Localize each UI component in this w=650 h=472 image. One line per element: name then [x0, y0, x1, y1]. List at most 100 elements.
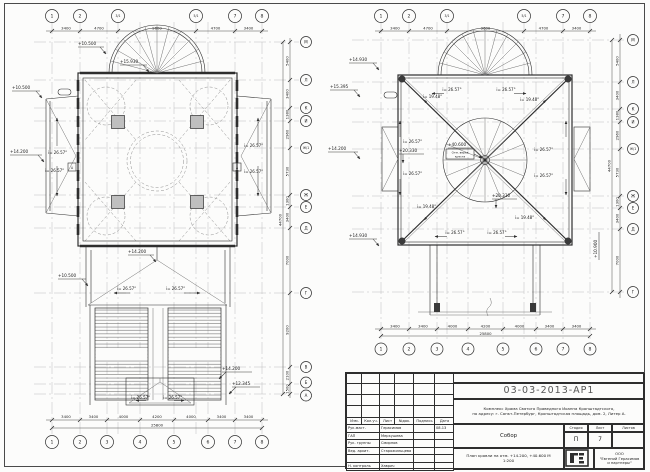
company-logo-cell — [564, 448, 594, 470]
dim-label: 4700 — [423, 25, 433, 30]
axis-label: 4 — [467, 347, 470, 353]
dim-label: 3400 — [572, 25, 582, 30]
axis-label: 3 — [436, 347, 439, 353]
signer-name: Старожильцева — [379, 446, 414, 456]
signature — [413, 454, 435, 463]
col-header: Дата — [434, 417, 454, 425]
slope-label: i= 26.57° — [403, 171, 422, 176]
axis-label: Л — [631, 79, 634, 84]
axis-label: 1 — [51, 14, 54, 20]
signer-name: Смирнов — [379, 439, 414, 448]
col-header: Подпись — [413, 417, 435, 425]
axis-label: М — [304, 39, 308, 44]
signer-role: Вед. архит. — [346, 446, 380, 456]
stage-value: П — [564, 432, 588, 448]
signer-name: Хаврич — [379, 461, 414, 471]
company-line: "Евгений Герасимов — [599, 456, 640, 461]
dim-label: 3400 — [61, 25, 71, 30]
axis-label: 8 — [589, 14, 592, 20]
slope-label: i= 26.57° — [48, 150, 67, 155]
sign-date — [434, 439, 454, 448]
dim-label: 1380 — [615, 110, 620, 120]
axis-label: В — [305, 364, 308, 369]
dim-label: 2960 — [615, 130, 620, 140]
right-plan-axis-bubbles: 1 2 3/1 5/1 7 8 1 2 3 4 5 6 7 8 — [374, 9, 597, 356]
axis-label: Г — [632, 289, 635, 294]
axis-label: 8 — [589, 347, 592, 353]
dim-label: 3400 — [390, 25, 400, 30]
axis-label: 5/1 — [522, 14, 527, 18]
dim-label: 9600 — [152, 25, 162, 30]
axis-label: 7 — [234, 14, 237, 20]
section-marker-label: А — [236, 166, 239, 170]
right-plan-dims-rows: 5400 3400 1380 2960 5730 1300 3400 7000 … — [607, 34, 623, 298]
axis-label: А — [305, 393, 308, 398]
axis-label: 2 — [408, 347, 411, 353]
sheet-title: План кровли на отм. +14.200, +40.600 М 1… — [453, 448, 564, 470]
sheet-header: Лист — [588, 424, 612, 432]
dim-label: 4000 — [448, 323, 458, 328]
dim-label: 3400 — [545, 323, 555, 328]
slope-label: i= 26.57° — [244, 169, 263, 174]
stage-header: Стадия — [564, 424, 588, 432]
axis-label: И — [305, 118, 308, 123]
axis-label: Б — [305, 380, 308, 385]
signer-role: Рук. группы — [346, 439, 380, 448]
axis-label: Ж/1 — [303, 146, 309, 150]
axis-label: К — [632, 106, 635, 111]
left-plan-porch-roof: i= 26.57° i= 26.57° — [125, 377, 195, 406]
section-marker-label: А — [71, 166, 74, 170]
dim-total-label: 25800 — [479, 331, 492, 336]
dim-label: 3400 — [285, 212, 290, 222]
slope-label: i= 26.57° — [131, 395, 150, 400]
right-plan-roof — [397, 74, 573, 246]
cross-note-line: креста — [455, 155, 466, 159]
dim-label: 3400 — [390, 323, 400, 328]
elevation-label: +10.500 — [12, 85, 30, 90]
elevation-label: +14.200 — [10, 149, 28, 154]
dim-label: 4200 — [481, 323, 491, 328]
sheet-frame — [4, 3, 645, 467]
dim-label: 1300 — [285, 196, 290, 206]
signature-table: Изм. Кол.уч. Лист №док. Подпись Дата Рук… — [346, 373, 454, 471]
dim-label: 3400 — [572, 323, 582, 328]
left-plan-axis-bubbles: 1 2 3/1 5/1 7 8 1 2 3 4 5 6 7 8 — [45, 9, 269, 449]
axis-label: 3 — [106, 440, 109, 446]
sign-date — [434, 431, 454, 441]
signer-role: ГАП — [346, 431, 380, 441]
dim-label: 4700 — [94, 25, 104, 30]
slope-label: i= 19.48° — [417, 204, 436, 209]
axis-label: 3/1 — [445, 14, 450, 18]
axis-label: 4 — [139, 440, 142, 446]
left-plan-dims-bottom: 3400 3400 4000 4200 4000 3400 3400 25800 — [46, 414, 268, 431]
sheet-title-line: 1:200 — [502, 458, 515, 463]
signature — [413, 424, 435, 433]
document-number: 03-03-2013-АР1 — [453, 383, 645, 399]
dim-label: 4200 — [152, 414, 162, 419]
dim-label: 7000 — [615, 255, 620, 265]
dim-label: 1380 — [285, 109, 290, 119]
axis-label: К — [305, 105, 308, 110]
signature — [413, 439, 435, 448]
axis-label: 7 — [562, 347, 565, 353]
left-plan-elevations: +15.930 +10.500 +10.500 +14.200 +10.500 … — [10, 41, 260, 395]
axis-label: 1 — [380, 14, 383, 20]
dim-label: 3400 — [285, 89, 290, 99]
axis-label: 1 — [380, 347, 383, 353]
right-plan-slopes: i= 26.57° i= 26.57° i= 26.57° i= 26.57° … — [398, 87, 568, 238]
dim-label: 3400 — [89, 414, 99, 419]
dim-total-label: 25800 — [151, 423, 164, 428]
left-plan-narthex-roof: i= 26.57° i= 26.57° — [85, 246, 231, 307]
elevation-label: +20.330 — [492, 193, 510, 198]
col-header: Лист — [379, 417, 395, 425]
axis-label: 5 — [502, 347, 505, 353]
project-line: Комплекс Храма Святого Праведного Иоанна… — [483, 405, 615, 411]
sheets-total — [612, 432, 645, 448]
axis-label: И — [632, 119, 635, 124]
axis-label: Ж — [631, 193, 636, 198]
elevation-label: +10.500 — [78, 41, 96, 46]
axis-label: Е — [632, 205, 635, 210]
elevation-label: +10.900 — [593, 240, 598, 258]
right-plan-grid — [352, 22, 626, 342]
